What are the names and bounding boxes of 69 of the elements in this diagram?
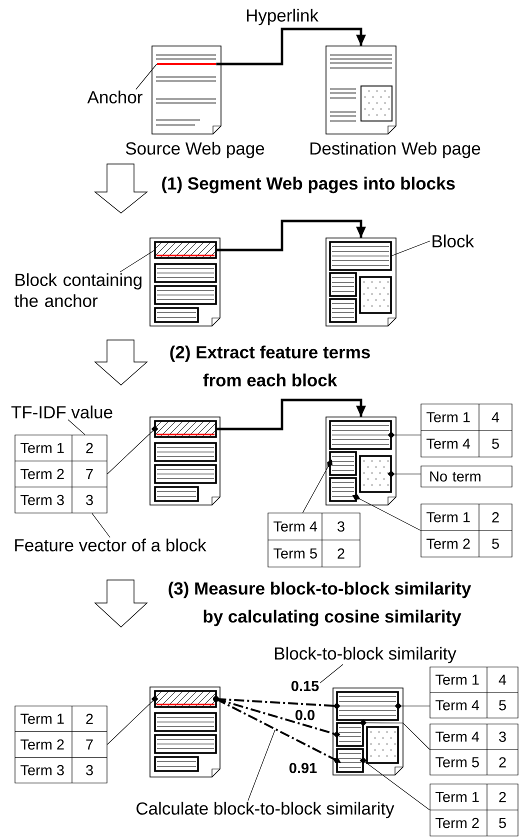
connector-line [107, 426, 158, 474]
leader-line [92, 513, 110, 538]
text-block [154, 734, 217, 754]
anchor-block [154, 690, 219, 708]
connector-line [388, 432, 421, 438]
text-block [154, 464, 217, 484]
connector-line [360, 719, 430, 750]
edge-label: 0.15 [290, 680, 320, 692]
callout-label: Block containing the anchor [14, 273, 142, 308]
arrow [216, 220, 366, 252]
anchor-block [154, 420, 217, 438]
leader-line [136, 64, 158, 90]
text-block [154, 307, 199, 323]
step-heading: (2) Extract feature terms from each block [170, 346, 370, 386]
term-table: Term 4 3 Term 5 2 [268, 512, 360, 568]
text-block [154, 442, 217, 462]
leader-line [248, 730, 276, 801]
connector-line [107, 696, 158, 745]
leader-line [390, 240, 430, 256]
text-block [154, 486, 199, 502]
similarity-line [216, 698, 341, 764]
step-heading: (1) Segment Web pages into blocks [162, 176, 455, 194]
callout-label: Feature vector of a block [15, 538, 206, 552]
term-table: Term 1 2 Term 2 5 [420, 504, 512, 558]
step-heading: (3) Measure block-to-block similarity by calculating cosine similarity [168, 582, 472, 626]
leader-line [68, 419, 86, 435]
callout-label: Block [432, 234, 474, 248]
arrow [216, 28, 366, 66]
callout-label: TF-IDF value [11, 406, 112, 418]
text-block [154, 285, 217, 305]
anchor-line [157, 63, 216, 65]
page-caption: Destination Web page [310, 142, 480, 158]
image-block [359, 276, 392, 314]
text-block [154, 756, 199, 772]
anchor-block [154, 241, 217, 259]
image-block [359, 455, 392, 493]
image-block [366, 726, 399, 764]
term-table: Term 1 4 Term 4 5 [430, 666, 518, 718]
callout-label: Anchor [87, 90, 142, 104]
text-block [154, 712, 217, 732]
connector-line [388, 470, 421, 478]
arrow [216, 398, 366, 430]
similarity-line [216, 698, 340, 738]
page-caption: Source Web page [126, 142, 264, 158]
similarity-line [216, 698, 340, 710]
connector-line [394, 702, 430, 710]
text-block [336, 722, 364, 747]
term-table: Term 1 4 Term 4 5 [420, 404, 512, 458]
leader-line [120, 250, 156, 272]
callout-label: Calculate block-to-block similarity [136, 802, 394, 818]
text-block [329, 272, 357, 297]
result-box: No term [420, 466, 512, 488]
text-block [154, 263, 217, 283]
text-block [329, 451, 357, 476]
text-block [329, 477, 357, 502]
connector-line [360, 757, 430, 810]
text-block [329, 298, 357, 323]
edge-label: 0.91 [288, 762, 318, 774]
callout-label: Block-to-block similarity [275, 646, 456, 664]
edge-label: Hyperlink [244, 8, 320, 26]
edge-label: 0.0 [294, 708, 316, 722]
term-table: Term 1 2 Term 2 7 Term 3 3 [14, 434, 108, 514]
term-table: Term 1 2 Term 2 5 [430, 784, 518, 836]
term-table: Term 1 2 Term 2 7 Term 3 3 [14, 706, 108, 784]
text-block [336, 748, 364, 773]
connector-line [302, 460, 332, 513]
term-table: Term 4 3 Term 5 2 [430, 724, 518, 776]
leader-line [320, 664, 344, 684]
connector-line [352, 494, 421, 531]
